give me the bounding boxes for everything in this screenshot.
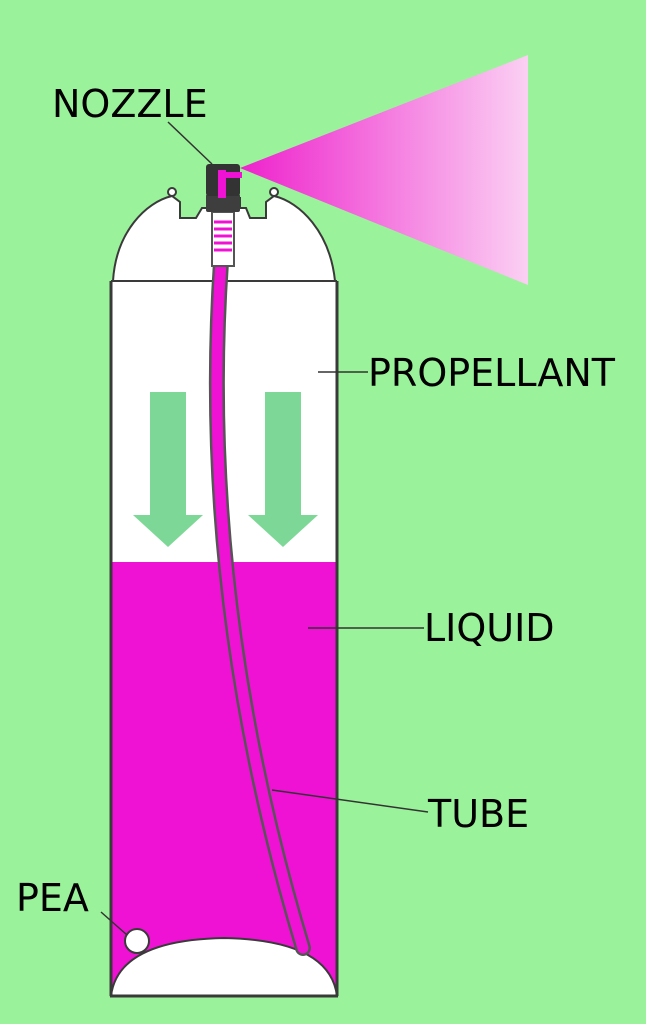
- label-nozzle: NOZZLE: [52, 82, 208, 126]
- nozzle-channel: [218, 170, 226, 198]
- label-liquid: LIQUID: [424, 606, 555, 650]
- rim-bead-left: [167, 187, 177, 197]
- pea-ball: [124, 928, 150, 954]
- pressure-arrow-right: [248, 392, 318, 547]
- valve-spring: [214, 220, 232, 252]
- valve-housing: [206, 194, 240, 212]
- valve-stem: [211, 211, 235, 267]
- label-propellant: PROPELLANT: [368, 351, 616, 395]
- tube-leader: [271, 789, 429, 813]
- pea-leader: [100, 911, 128, 936]
- rim-bead-right: [269, 187, 279, 197]
- label-pea: PEA: [16, 876, 89, 920]
- nozzle-leader: [167, 121, 213, 165]
- dip-tube: [211, 256, 309, 954]
- pressure-arrow-left: [133, 392, 203, 547]
- nozzle-orifice: [226, 172, 242, 178]
- spray-cone: [240, 55, 528, 285]
- label-tube: TUBE: [427, 792, 529, 836]
- can-bottom: [109, 936, 339, 997]
